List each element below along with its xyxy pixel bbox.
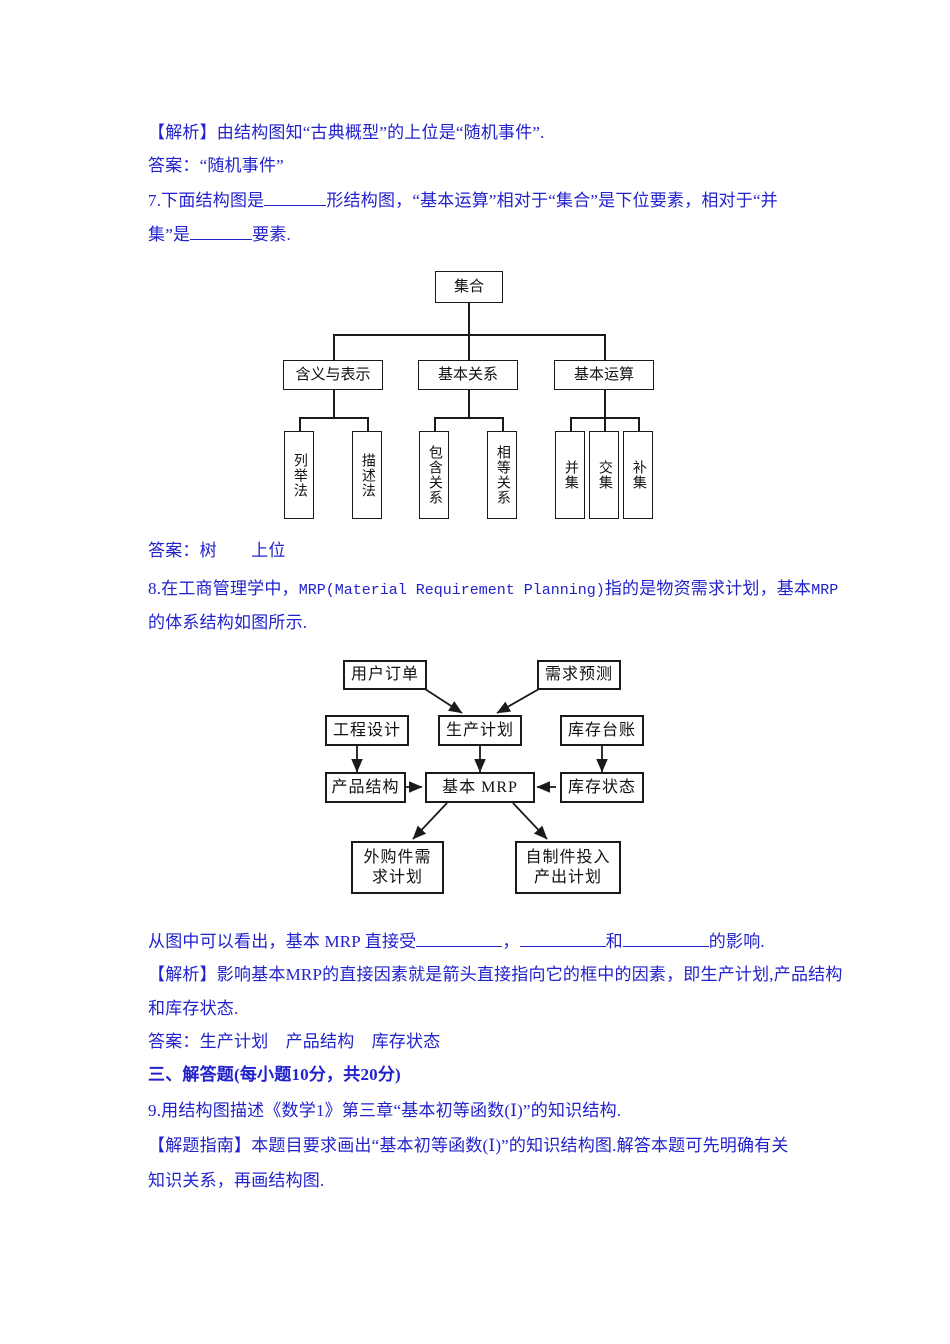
tree-leaf-union: 并集 xyxy=(555,431,585,519)
mrp-node-production-plan: 生产计划 xyxy=(438,715,522,746)
mrp-node-product-structure: 产品结构 xyxy=(325,772,406,803)
question-7-blank-1 xyxy=(264,205,327,206)
tree-leaf-inclusion-relation: 包含关系 xyxy=(419,431,449,519)
tree-node-meaning-and-representation: 含义与表示 xyxy=(283,360,383,390)
question-8-line-1: 8.在工商管理学中，MRP(Material Requirement Plann… xyxy=(148,578,838,602)
set-structure-tree-diagram: 集合 含义与表示 基本关系 基本运算 列举法 描述法 包含关系 相等关系 xyxy=(265,265,685,525)
tree-connector-g1-stem xyxy=(333,390,335,418)
mrp-node-inventory-status: 库存状态 xyxy=(560,772,644,803)
question-8-mrp-abbrev: MRP xyxy=(811,582,839,599)
mrp-node-customer-order: 用户订单 xyxy=(343,660,427,690)
mrp-node-purchased-parts-plan: 外购件需 求计划 xyxy=(351,841,444,894)
mrp-node-engineering-design: 工程设计 xyxy=(325,715,409,746)
question-8-conclusion: 从图中可以看出，基本 MRP 直接受 ， 和 的影响. xyxy=(148,931,765,953)
tree-leaf-enumeration-method: 列举法 xyxy=(284,431,314,519)
tree-node-basic-relations: 基本关系 xyxy=(418,360,518,390)
mrp-node-self-made-parts-plan-line-1: 自制件投入 xyxy=(525,848,611,866)
tree-leaf-equality-relation: 相等关系 xyxy=(487,431,517,519)
question-8-conclusion-a: 从图中可以看出，基本 MRP 直接受 xyxy=(148,932,417,951)
question-8-conclusion-b: ， xyxy=(502,932,520,951)
mrp-node-inventory-ledger: 库存台账 xyxy=(560,715,644,746)
question-8-text-b: 指的是物资需求计划，基本 xyxy=(604,579,812,598)
question-8-text-a: 8.在工商管理学中， xyxy=(148,579,299,598)
question-7-line-1: 7.下面结构图是 形结构图，“基本运算”相对于“集合”是下位要素，相对于“并 xyxy=(148,190,778,212)
tree-connector-g2-drop-1 xyxy=(434,417,436,432)
question-8-conclusion-d: 的影响. xyxy=(708,932,765,951)
question-9-guide-line-2: 知识关系，再画结构图. xyxy=(148,1171,325,1190)
tree-connector-g2-drop-2 xyxy=(502,417,504,432)
tree-connector-g3-drop-2 xyxy=(604,417,606,432)
mrp-arrow-layer xyxy=(351,688,608,840)
tree-connector-g2-bus xyxy=(434,417,503,419)
answer-line-1: 答案：“随机事件” xyxy=(148,156,284,175)
mrp-node-purchased-parts-plan-line-1: 外购件需 xyxy=(363,848,432,866)
mrp-node-self-made-parts-plan: 自制件投入 产出计划 xyxy=(515,841,621,894)
question-7-text-c: 集”是 xyxy=(148,225,191,244)
question-8-blank-3 xyxy=(622,946,709,947)
question-7-answer: 答案：树 上位 xyxy=(148,541,286,560)
solution-line-1: 【解析】由结构图知“古典概型”的上位是“随机事件”. xyxy=(148,123,545,142)
tree-connector-g3-drop-3 xyxy=(638,417,640,432)
question-8-answer: 答案：生产计划 产品结构 库存状态 xyxy=(148,1032,441,1051)
question-8-solution-line-1: 【解析】影响基本MRP的直接因素就是箭头直接指向它的框中的因素，即生产计划,产品… xyxy=(148,965,843,984)
tree-node-root: 集合 xyxy=(435,271,503,303)
tree-connector-g2-stem xyxy=(468,390,470,418)
mrp-node-basic-mrp: 基本 MRP xyxy=(425,772,535,803)
question-7-text-a: 7.下面结构图是 xyxy=(148,191,265,210)
mrp-node-demand-forecast: 需求预测 xyxy=(537,660,621,690)
question-7-blank-2 xyxy=(190,239,253,240)
question-7-text-b: 形结构图，“基本运算”相对于“集合”是下位要素，相对于“并 xyxy=(326,191,778,210)
tree-connector-g1-drop-1 xyxy=(299,417,301,432)
question-8-blank-1 xyxy=(416,946,503,947)
tree-connector-g3-stem xyxy=(604,390,606,418)
question-9-guide-line-1: 【解题指南】本题目要求画出“基本初等函数(Ⅰ)”的知识结构图.解答本题可先明确有… xyxy=(148,1136,789,1155)
question-8-blank-2 xyxy=(519,946,606,947)
question-7-text-d: 要素. xyxy=(252,225,292,244)
tree-connector-root-stem xyxy=(468,303,470,335)
question-8-conclusion-c: 和 xyxy=(605,932,623,951)
tree-connector-g1-drop-2 xyxy=(367,417,369,432)
question-7-line-2: 集”是 要素. xyxy=(148,224,291,246)
tree-leaf-description-method: 描述法 xyxy=(352,431,382,519)
tree-connector-g1-bus xyxy=(299,417,368,419)
tree-connector-drop-2 xyxy=(468,334,470,360)
mrp-flowchart-diagram: 用户订单 需求预测 工程设计 生产计划 库存台账 产品结构 基本 MRP 库存状… xyxy=(325,655,645,905)
tree-connector-drop-3 xyxy=(604,334,606,360)
tree-leaf-intersection: 交集 xyxy=(589,431,619,519)
question-8-solution-line-2: 和库存状态. xyxy=(148,999,239,1018)
tree-connector-g3-drop-1 xyxy=(570,417,572,432)
mrp-node-purchased-parts-plan-line-2: 求计划 xyxy=(371,868,423,886)
mrp-node-self-made-parts-plan-line-2: 产出计划 xyxy=(533,868,602,886)
question-8-line-2: 的体系结构如图所示. xyxy=(148,613,308,632)
tree-connector-drop-1 xyxy=(333,334,335,360)
section-heading-3: 三、解答题(每小题10分，共20分) xyxy=(148,1065,401,1084)
question-9: 9.用结构图描述《数学1》第三章“基本初等函数(Ⅰ)”的知识结构. xyxy=(148,1101,622,1120)
tree-node-basic-operations: 基本运算 xyxy=(554,360,654,390)
tree-leaf-complement: 补集 xyxy=(623,431,653,519)
question-8-mrp-expansion: MRP(Material Requirement Planning) xyxy=(298,582,605,599)
